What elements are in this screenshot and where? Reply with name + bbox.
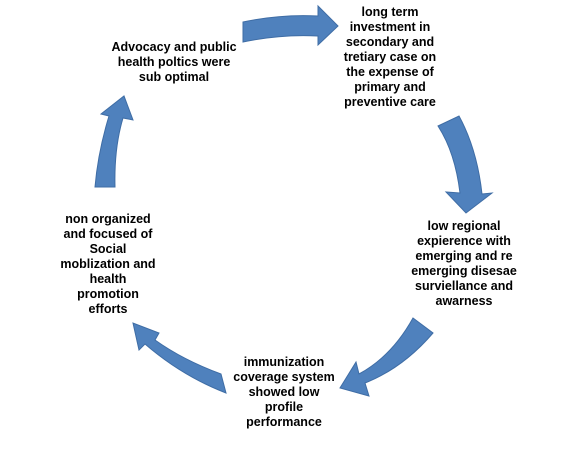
cycle-arrow-bottom-left — [132, 322, 227, 394]
node-immunization-coverage: immunization coverage system showed low … — [233, 355, 335, 429]
node-long-term-investment: long term investment in secondary and tr… — [343, 5, 437, 109]
node-regional-surveillance: low regional expierence with emerging an… — [411, 219, 517, 308]
cycle-arrow-right — [437, 115, 494, 214]
node-social-mobilization: non organized and focused of Social mobl… — [60, 212, 156, 316]
cycle-arrow-left — [94, 95, 134, 188]
cycle-arrow-bottom-right — [339, 317, 434, 397]
node-advocacy-politics: Advocacy and public health poltics were … — [111, 40, 237, 84]
cycle-arrow-top — [242, 4, 339, 47]
